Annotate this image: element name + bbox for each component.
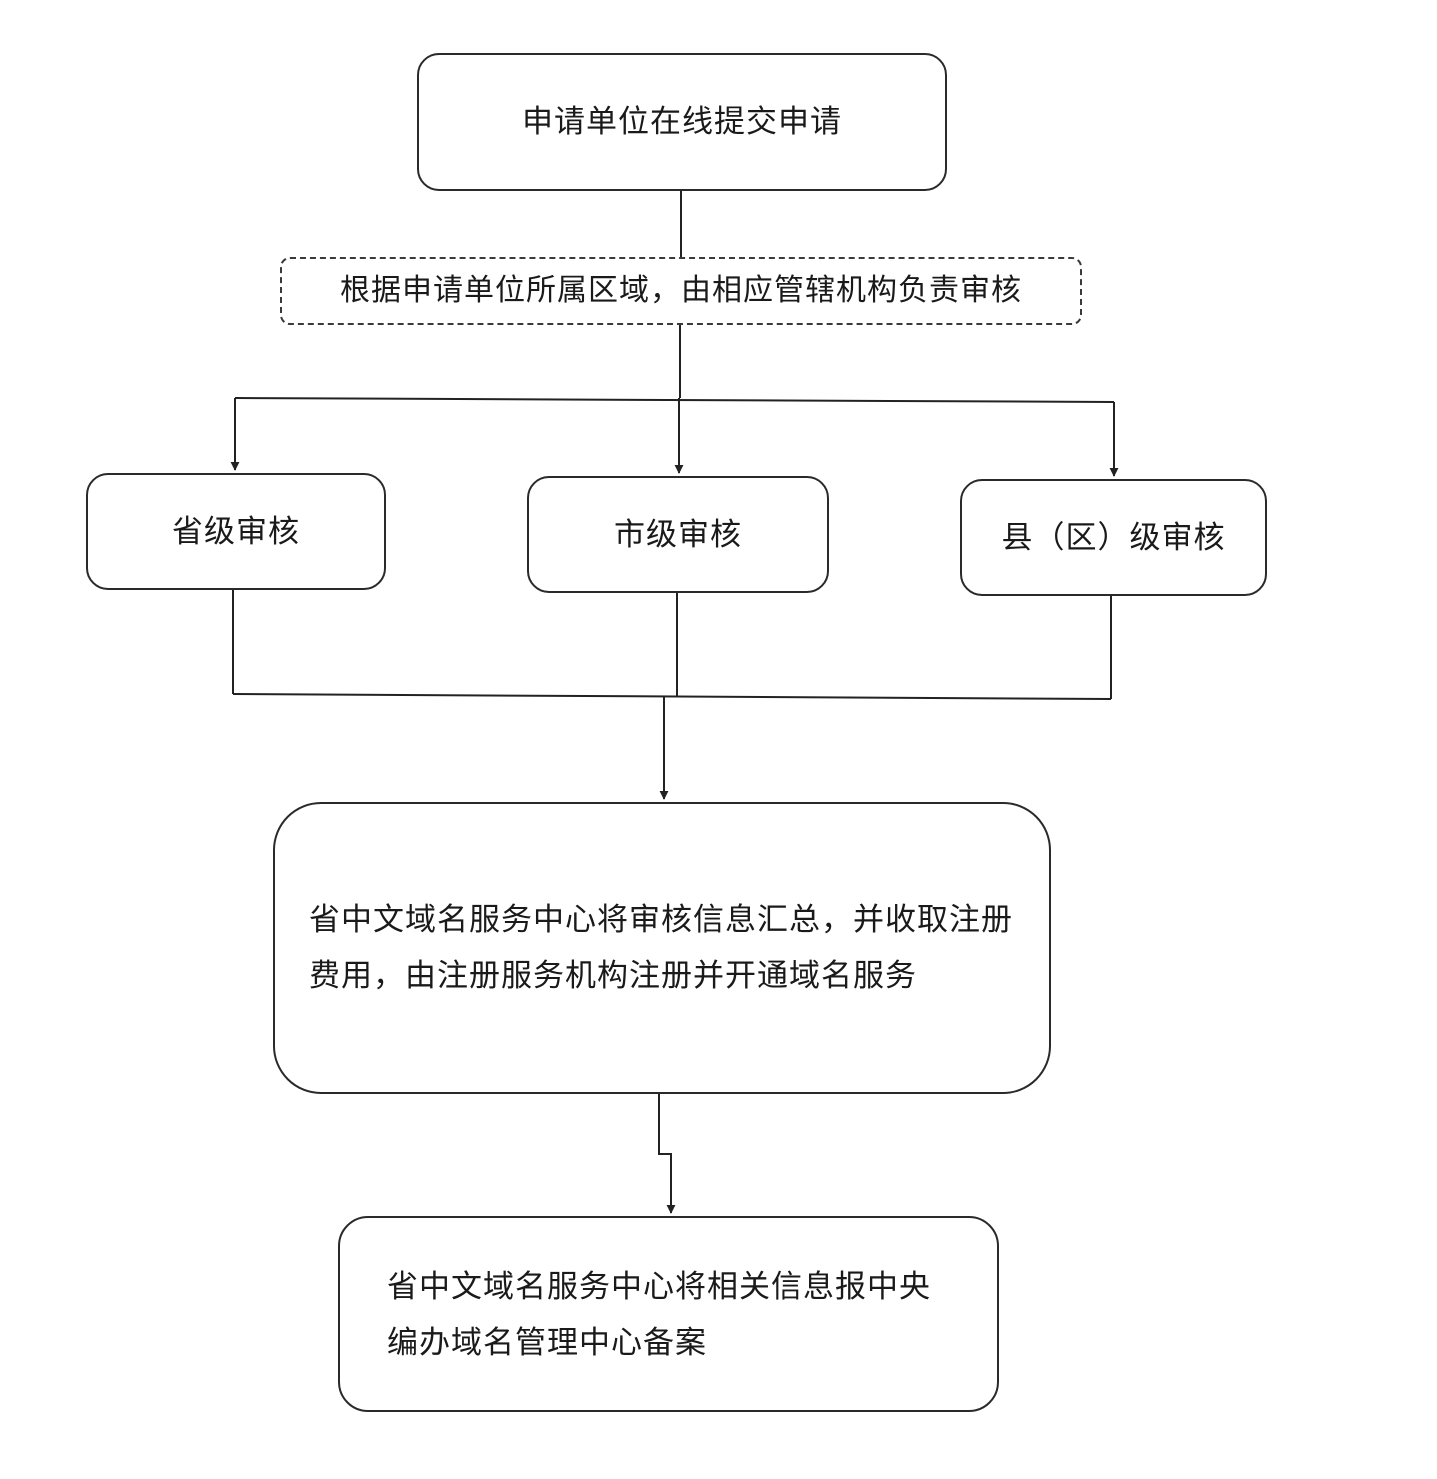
node-summarize-and-register-label: 省中文域名服务中心将审核信息汇总，并收取注册费用，由注册服务机构注册并开通域名服… [309,902,1013,994]
node-provincial-review: 省级审核 [86,473,386,590]
merge-bar [232,693,1112,700]
node-online-submission-label: 申请单位在线提交申请 [522,104,842,140]
edge-collect-file [658,1094,676,1214]
node-summarize-and-register: 省中文域名服务中心将审核信息汇总，并收取注册费用，由注册服务机构注册并开通域名服… [273,802,1051,1094]
node-county-review-label: 县（区）级审核 [1001,519,1226,556]
split-bar [234,397,1115,403]
node-online-submission: 申请单位在线提交申请 [417,53,947,191]
node-report-for-filing-label: 省中文域名服务中心将相关信息报中央编办域名管理中心备案 [387,1269,931,1361]
node-city-review-label: 市级审核 [614,516,742,553]
node-provincial-review-label: 省级审核 [172,513,300,550]
node-routing-by-region-label: 根据申请单位所属区域，由相应管辖机构负责审核 [340,273,1022,308]
node-county-review: 县（区）级审核 [960,479,1267,596]
node-city-review: 市级审核 [527,476,829,593]
node-report-for-filing: 省中文域名服务中心将相关信息报中央编办域名管理中心备案 [338,1216,999,1412]
node-routing-by-region: 根据申请单位所属区域，由相应管辖机构负责审核 [280,257,1082,325]
